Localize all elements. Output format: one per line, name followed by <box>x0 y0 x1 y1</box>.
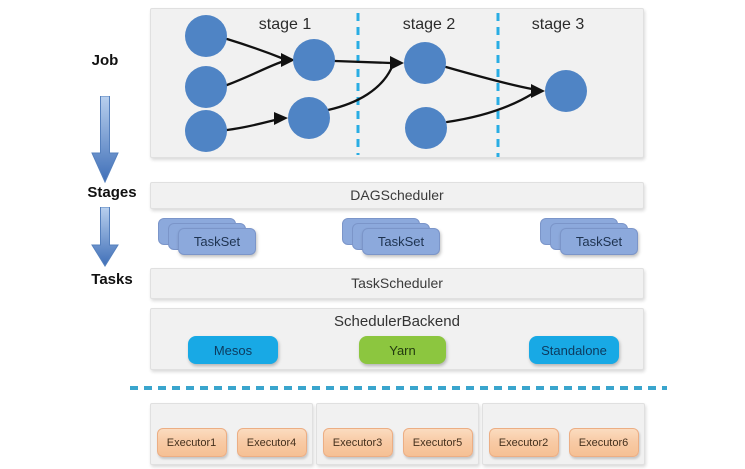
taskset-label: TaskSet <box>178 228 256 255</box>
task-scheduler-label: TaskScheduler <box>351 275 443 291</box>
yarn-backend: Yarn <box>359 336 446 364</box>
dag-nodes <box>185 15 587 152</box>
dag-node <box>293 39 335 81</box>
dag-node <box>405 107 447 149</box>
job-dag-panel: stage 1 stage 2 stage 3 <box>150 8 644 158</box>
dag-node <box>404 42 446 84</box>
dag-node <box>185 110 227 152</box>
executor-group-3: Executor2 Executor6 <box>482 403 645 465</box>
dag-node <box>288 97 330 139</box>
stages-to-tasks-arrow-icon <box>91 207 119 267</box>
dag-graph: stage 1 stage 2 stage 3 <box>185 13 587 157</box>
job-label: Job <box>91 52 119 69</box>
stage2-label: stage 2 <box>403 16 456 33</box>
executor-box: Executor2 <box>488 428 559 457</box>
executor-box: Executor1 <box>156 428 227 457</box>
taskset-label: TaskSet <box>362 228 440 255</box>
dag-node <box>185 66 227 108</box>
taskset-stack-2: TaskSet <box>342 218 440 255</box>
taskset-stack-3: TaskSet <box>540 218 638 255</box>
dag-node <box>545 70 587 112</box>
dag-edges <box>225 37 534 132</box>
scheduler-backend-panel: SchedulerBackend Mesos Yarn Standalone <box>150 308 644 370</box>
mesos-backend: Mesos <box>188 336 278 364</box>
dag-node <box>185 15 227 57</box>
stage3-label: stage 3 <box>532 16 585 33</box>
stage1-label: stage 1 <box>259 16 312 33</box>
cluster-boundary-dashed-line <box>130 386 667 390</box>
executor-group-1: Executor1 Executor4 <box>150 403 313 465</box>
stages-label: Stages <box>87 184 137 201</box>
dag-scheduler-label: DAGScheduler <box>350 187 444 203</box>
executor-box: Executor6 <box>568 428 639 457</box>
job-to-stages-arrow-icon <box>91 96 119 184</box>
standalone-backend: Standalone <box>529 336 619 364</box>
taskset-label: TaskSet <box>560 228 638 255</box>
dag-scheduler-bar: DAGScheduler <box>150 182 644 209</box>
tasks-label: Tasks <box>91 271 133 288</box>
executor-box: Executor3 <box>322 428 393 457</box>
executor-group-2: Executor3 Executor5 <box>316 403 479 465</box>
executor-box: Executor5 <box>402 428 473 457</box>
task-scheduler-bar: TaskScheduler <box>150 268 644 299</box>
scheduler-backend-label: SchedulerBackend <box>334 313 460 330</box>
executor-box: Executor4 <box>236 428 307 457</box>
dag-arrowheads <box>274 53 545 125</box>
taskset-stack-1: TaskSet <box>158 218 256 255</box>
